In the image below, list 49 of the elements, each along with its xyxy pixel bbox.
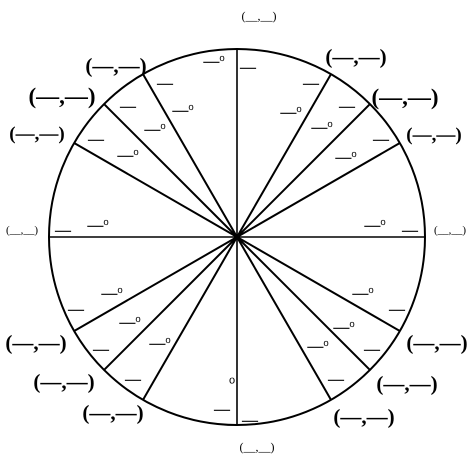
radian-blank: — <box>120 99 136 115</box>
coordinate-blank: (—,—) <box>371 86 439 108</box>
degree-blank: —$^{o}$ <box>280 105 302 121</box>
coordinate-blank: (—,—) <box>406 332 468 354</box>
degree-blank: —$^{o}$ <box>172 103 194 119</box>
degree-blank: —$^{o}$ <box>333 320 355 336</box>
degree-blank: —$^{o}$ <box>335 150 357 166</box>
radian-blank: — <box>402 223 418 239</box>
degree-blank: —$^{o}$ <box>87 218 109 234</box>
coordinate-blank: (—,—) <box>33 372 95 392</box>
radian-blank: — <box>389 302 405 318</box>
radian-blank: — <box>93 342 109 358</box>
coordinate-blank: (—,—) <box>325 46 387 68</box>
coordinate-blank: (—,—) <box>9 124 65 144</box>
degree-blank: —$^{o}$ <box>364 218 386 234</box>
degree-blank: —$^{o}$ <box>311 120 333 136</box>
radian-blank: — <box>373 132 389 148</box>
radian-blank: — <box>55 223 71 239</box>
coordinate-blank: (__,__) <box>434 226 466 236</box>
radian-blank: — <box>157 76 173 92</box>
degree-blank: —$^{o}$ <box>117 148 139 164</box>
coordinate-blank: (—,—) <box>5 332 67 354</box>
radian-blank: — <box>240 60 256 76</box>
radian-blank: — <box>68 302 84 318</box>
degree-blank: —$^{o}$ <box>149 336 171 352</box>
degree-blank: —$^{o}$ <box>101 286 123 302</box>
radian-blank: — <box>364 342 380 358</box>
coordinate-blank: (__,__) <box>242 10 276 22</box>
degree-blank: —$^{o}$ <box>119 315 141 331</box>
radian-blank: — <box>125 372 141 388</box>
degree-blank: —$^{o}$ <box>203 54 225 70</box>
coordinate-blank: (__,__) <box>6 226 38 236</box>
coordinate-blank: (—,—) <box>85 56 147 76</box>
coordinate-blank: (—,—) <box>28 84 96 108</box>
radian-blank: — <box>339 99 355 115</box>
coordinate-blank: (__,__) <box>240 441 274 453</box>
coordinate-blank: (—,—) <box>376 374 438 394</box>
radian-blank: — <box>88 132 104 148</box>
degree-blank: —$^{o}$ <box>144 122 166 138</box>
radian-blank: — <box>214 402 230 418</box>
radian-blank: — <box>242 413 258 429</box>
degree-blank: —$^{o}$ <box>352 286 374 302</box>
coordinate-blank: (—,—) <box>82 402 144 424</box>
radian-blank: — <box>328 372 344 388</box>
radian-blank: — <box>303 76 319 92</box>
coordinate-blank: (—,—) <box>333 406 395 428</box>
coordinate-blank: (—,—) <box>406 126 462 144</box>
degree-mark: o <box>228 376 236 386</box>
degree-blank: —$^{o}$ <box>307 339 329 355</box>
